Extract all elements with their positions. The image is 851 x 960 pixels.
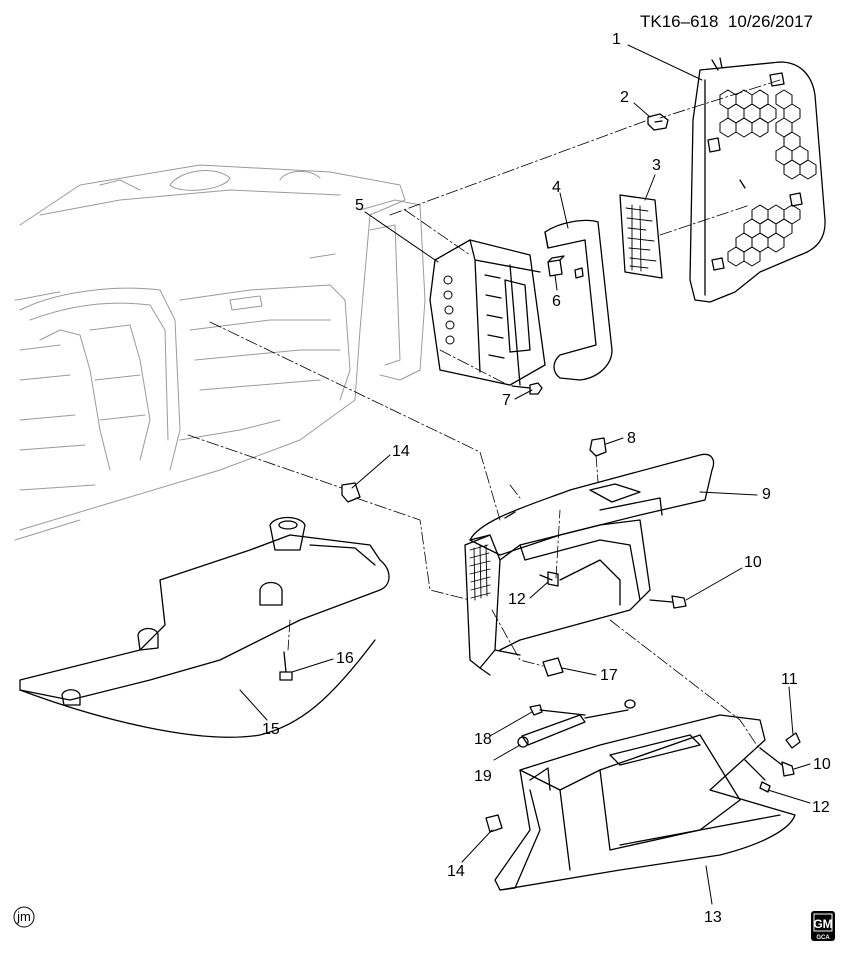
callout-10-lower: 10 <box>813 756 831 773</box>
part-5-fuse-block <box>429 239 546 386</box>
drawing-code: TK16–618 <box>640 12 719 31</box>
part-17-clip <box>542 657 564 677</box>
part-3-fuse-label <box>619 194 663 279</box>
drawing-date: 10/26/2017 <box>727 12 813 31</box>
part-1-trim-panel <box>689 57 826 303</box>
gm-logo-subtext: GCA <box>816 935 830 941</box>
honeycomb-pattern-lower <box>727 204 801 267</box>
part-8-clip <box>589 437 607 457</box>
assembly-lines <box>187 79 781 751</box>
instrument-panel-outline <box>14 164 426 541</box>
glove-box-frame <box>464 519 651 676</box>
part-14a-clip <box>341 482 361 503</box>
part-7-bolt <box>511 382 543 395</box>
callout-4: 4 <box>552 179 561 196</box>
part-10b-bolt <box>759 747 795 777</box>
honeycomb-pattern-upper <box>719 89 817 180</box>
callout-2: 2 <box>620 89 629 106</box>
callout-15: 15 <box>262 721 280 738</box>
part-2-clip <box>647 113 669 131</box>
callout-6: 6 <box>552 293 561 310</box>
callout-12-lower: 12 <box>812 799 830 816</box>
diagram-header: TK16–618 10/26/2017 <box>640 12 813 32</box>
gm-logo: GM GCA <box>811 911 835 941</box>
part-16-bolt <box>279 651 293 681</box>
callout-9: 9 <box>762 486 771 503</box>
callout-19: 19 <box>474 768 492 785</box>
callout-14-lower: 14 <box>447 863 465 880</box>
callout-12-upper: 12 <box>508 591 526 608</box>
callout-18: 18 <box>474 731 492 748</box>
part-12a-screw <box>539 571 559 587</box>
callout-14-upper: 14 <box>392 443 410 460</box>
callout-10-upper: 10 <box>744 554 762 571</box>
part-15-insulator-panel <box>19 516 390 738</box>
callout-7: 7 <box>502 392 511 409</box>
callout-16: 16 <box>336 650 354 667</box>
part-10a-bolt <box>649 595 687 609</box>
part-6-relay <box>547 255 565 277</box>
callout-5: 5 <box>355 197 364 214</box>
fuse-circles <box>443 275 455 345</box>
callout-8: 8 <box>627 430 636 447</box>
callout-labels: 1 2 3 4 5 6 7 8 9 10 10 11 12 12 13 14 1… <box>262 31 831 926</box>
part-13-glove-box-door <box>494 714 796 891</box>
leader-lines <box>239 44 811 905</box>
part-14b-clip <box>485 814 503 833</box>
artist-initials-mark: jm <box>13 906 35 928</box>
callout-3: 3 <box>652 157 661 174</box>
callout-1: 1 <box>612 31 621 48</box>
callout-11: 11 <box>781 671 798 688</box>
callout-13: 13 <box>704 909 722 926</box>
part-4-bezel <box>544 219 613 381</box>
vent-grille <box>469 544 491 601</box>
part-9-upper-trim <box>469 453 715 556</box>
part-18-19-damper-strut <box>517 699 636 748</box>
part-12b-screw <box>744 759 771 793</box>
gm-logo-text: GM <box>813 917 832 931</box>
callout-17: 17 <box>600 667 618 684</box>
artist-initials: jm <box>16 909 31 924</box>
